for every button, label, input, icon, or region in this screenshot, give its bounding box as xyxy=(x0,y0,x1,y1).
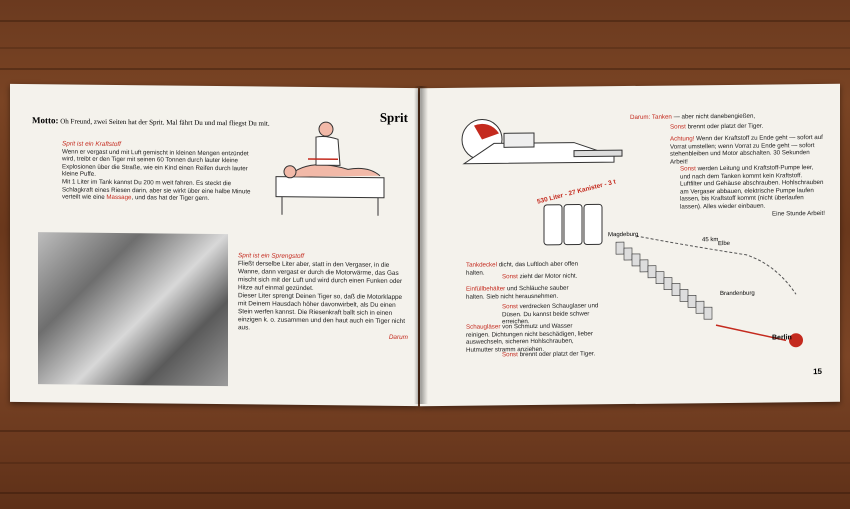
top-note-text: — aber nicht danebengießen, xyxy=(673,112,756,121)
section1-paragraph-1: Wenn er vergast und mit Luft gemischt in… xyxy=(62,148,249,179)
darum-label: Darum xyxy=(388,333,408,342)
sonst-3-text: zieht der Motor nicht. xyxy=(519,272,578,281)
sonst-2-text: werden Leitung und Kraftstoff-Pumpe leer… xyxy=(680,164,824,211)
section2-paragraph-1: Fließt derselbe Liter aber, statt in den… xyxy=(238,260,403,293)
map-km: 45 km xyxy=(702,237,719,244)
section2: Sprit ist ein Sprengstoff Fließt derselb… xyxy=(238,252,408,342)
map-elbe: Elbe xyxy=(718,240,731,248)
book-fold xyxy=(414,86,428,404)
sonst-5-label: Sonst xyxy=(502,351,518,359)
schau-note: Schaugläser von Schmutz und Wasser reini… xyxy=(466,322,596,354)
motto-label: Motto: xyxy=(32,115,59,126)
sonst-5: Sonst brennt oder platzt der Tiger. xyxy=(502,350,622,359)
tank-photo xyxy=(38,232,228,387)
section1-paragraph-2b: , und das hat der Tiger gern. xyxy=(131,194,210,203)
einfuell-note: Einfüllbehälter und Schläuche sauber hal… xyxy=(466,284,586,301)
top-note: Darum: Tanken — aber nicht danebengießen… xyxy=(630,112,822,122)
massage-illustration xyxy=(275,121,385,216)
map-magdeburg: Magdeburg xyxy=(608,231,639,239)
section1-paragraph-2: Mit 1 Liter im Tank kannst Du 200 m weit… xyxy=(62,178,260,203)
map-brandenburg: Brandenburg xyxy=(720,290,755,298)
left-page: Motto: Oh Freund, zwei Seiten hat der Sp… xyxy=(10,83,418,407)
eine-stunde: Eine Stunde Arbeit! xyxy=(772,209,825,218)
section1: Sprit ist ein Kraftstoff Wenn er vergast… xyxy=(62,140,260,203)
schau-label: Schaugläser xyxy=(466,323,501,331)
motto: Motto: Oh Freund, zwei Seiten hat der Sp… xyxy=(32,115,270,128)
motto-text: Oh Freund, zwei Seiten hat der Sprit. Ma… xyxy=(60,117,270,128)
top-note-tanken: Tanken xyxy=(651,113,672,121)
tankdeckel-label: Tankdeckel xyxy=(466,261,497,269)
right-page: Darum: Tanken — aber nicht danebengießen… xyxy=(420,83,840,407)
sonst-1: Sonst brennt oder platzt der Tiger. xyxy=(670,122,820,131)
open-booklet: Motto: Oh Freund, zwei Seiten hat der Sp… xyxy=(10,83,840,416)
sonst-1-label: Sonst xyxy=(670,123,686,131)
massage-word: Massage xyxy=(106,194,132,202)
page-number: 15 xyxy=(813,366,822,377)
einfuell-label: Einfüllbehälter xyxy=(466,285,506,293)
sonst-3-label: Sonst xyxy=(502,273,518,281)
jerrycan-route-map xyxy=(615,235,803,348)
achtung-label: Achtung! xyxy=(670,135,695,143)
map-berlin: Berlin xyxy=(772,334,792,342)
sonst-5-text: brennt oder platzt der Tiger. xyxy=(519,350,596,359)
section2-paragraph-2: Dieser Liter sprengt Deinen Tiger so, da… xyxy=(238,292,405,332)
top-note-darum: Darum: xyxy=(630,113,651,121)
sonst-3: Sonst zieht der Motor nicht. xyxy=(502,272,602,281)
sonst-4-label: Sonst xyxy=(502,303,518,311)
fuel-barrels-illustration xyxy=(543,203,603,246)
sonst-2-label: Sonst xyxy=(680,165,696,173)
sonst-1-text: brennt oder platzt der Tiger. xyxy=(687,122,764,131)
tank-illustration xyxy=(461,119,623,165)
achtung-note: Achtung! Wenn der Kraftstoff zu Ende geh… xyxy=(670,134,825,166)
sonst-2: Sonst werden Leitung und Kraftstoff-Pump… xyxy=(680,164,825,219)
